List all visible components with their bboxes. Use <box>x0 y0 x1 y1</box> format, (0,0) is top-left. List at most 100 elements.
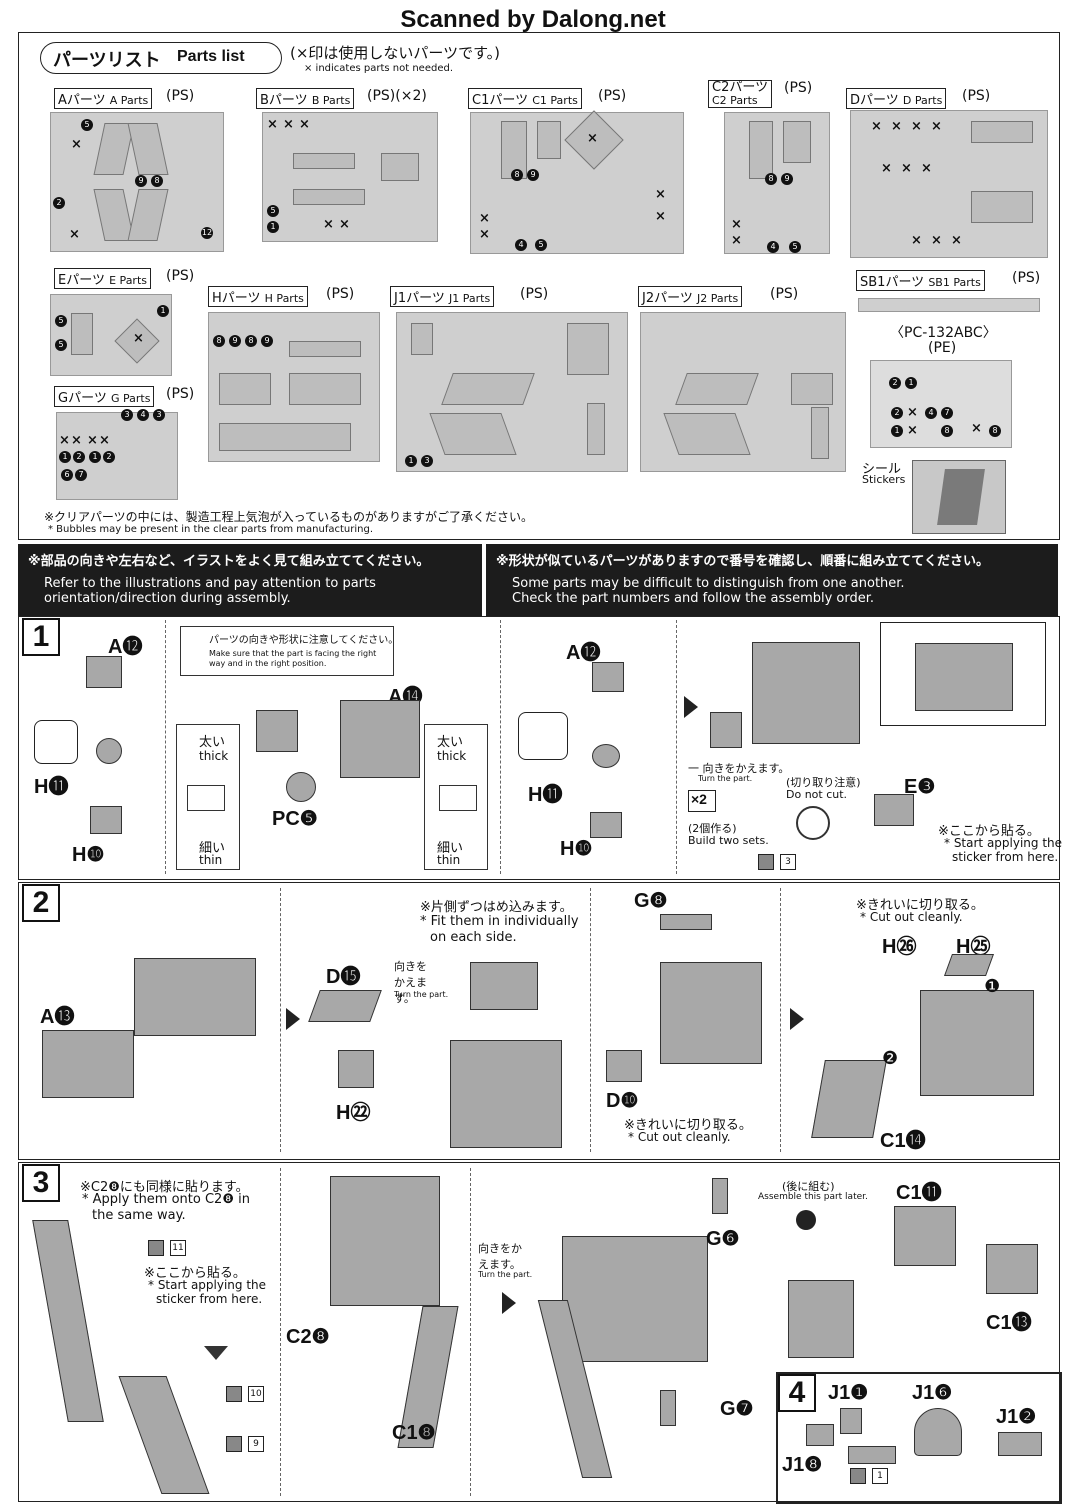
step3-body <box>330 1176 440 1306</box>
step2-circ2: ❷ <box>882 1048 899 1069</box>
step4-part-j1-1 <box>840 1408 862 1434</box>
step3-part-c1-11 <box>894 1206 956 1266</box>
step1-notice-box: パーツの向きや形状に注意してください。 Make sure that the p… <box>180 626 398 676</box>
step2-label-h22: H㉒ <box>336 1102 371 1124</box>
notice-jp: パーツの向きや形状に注意してください。 <box>209 635 399 646</box>
runner-label-b: Bパーツ B Parts <box>256 88 355 109</box>
step3-later-en: Assemble this part later. <box>758 1192 868 1202</box>
runner-label-j2: J2パーツ J2 Parts <box>638 286 743 307</box>
step3-arrow <box>502 1292 516 1314</box>
step1-label-h10: H❿ <box>72 844 105 866</box>
step2-final <box>920 990 1034 1096</box>
step3-part-g7 <box>660 1390 676 1426</box>
sticker-sheet <box>912 460 1006 534</box>
step3-start-en1: * Start applying the <box>148 1278 267 1292</box>
banner-left-en: Refer to the illustrations and pay atten… <box>44 576 376 606</box>
step2-label-h25: H㉕ <box>956 936 991 958</box>
runner-suffix-h: (PS) <box>326 286 355 302</box>
step3-sticker-9: 9 <box>248 1436 264 1452</box>
runner-label-h: Hパーツ H Parts <box>208 286 308 307</box>
step3-label-c1-11: C1⓫ <box>896 1182 942 1204</box>
pc-code: 〈PC-132ABC〉 <box>890 325 997 341</box>
step1-label-a12b: A⓬ <box>566 642 601 664</box>
step3-part-c1-13 <box>986 1244 1038 1294</box>
step2-number: 2 <box>22 884 60 922</box>
step1-part-head <box>256 710 298 752</box>
step4-label-j1-1: J1❶ <box>828 1382 869 1404</box>
step4-sticker-icon <box>850 1468 866 1484</box>
parts-list-title: パーツリスト Parts list <box>40 42 282 74</box>
step2-turn-jp: 向きをかえます。 <box>394 960 427 1005</box>
runner-suffix-c2: (PS) <box>784 80 813 96</box>
sticker-label-jp: シール <box>862 462 902 477</box>
step2-part-d15 <box>308 990 382 1022</box>
step2-part-d10 <box>606 1050 642 1082</box>
step3-apply-en1: * Apply them onto C2❽ in <box>82 1192 250 1207</box>
parts-list-note-en: × indicates parts not needed. <box>304 63 454 74</box>
runner-d: ×××× ××× ××× <box>850 110 1048 258</box>
runner-suffix-b: (PS)(×2) <box>367 88 427 104</box>
runner-suffix-g: (PS) <box>166 386 195 402</box>
step2-part-h22 <box>338 1050 374 1088</box>
notice-en: Make sure that the part is facing the ri… <box>209 649 377 668</box>
step2-fit-en2: on each side. <box>430 930 517 945</box>
step3-sticker-icon-9 <box>226 1436 242 1452</box>
step3-down-arrow <box>204 1346 228 1360</box>
step3-apply-en2: the same way. <box>92 1208 186 1223</box>
step1-part-h11 <box>96 738 122 764</box>
step1-frame <box>18 616 1060 880</box>
step3-sticker-icon-10 <box>226 1386 242 1402</box>
step1-label-pc5: PC❺ <box>272 808 318 830</box>
step2-cut-jp: ※きれいに切り取る。 <box>624 1118 752 1133</box>
runner-label-j1: J1パーツ J1 Parts <box>390 286 495 307</box>
runner-suffix-c1: (PS) <box>598 88 627 104</box>
banner-right: ※形状が似ているパーツがありますので番号を確認し、順番に組み立ててください。 S… <box>486 544 1058 616</box>
step1-cut-en: Do not cut. <box>786 788 848 801</box>
step1-part-h11b <box>592 744 620 768</box>
step1-x2-en: Build two sets. <box>688 834 769 847</box>
step1-label-h11: H⓫ <box>34 776 69 798</box>
step2-label-a13: A⓭ <box>40 1006 75 1028</box>
step3-apply-jp: ※C2❽にも同様に貼ります。 <box>80 1180 249 1195</box>
step1-part-h10b <box>590 812 622 838</box>
step2-cut2-en: * Cut out cleanly. <box>860 910 963 924</box>
step3-label-c1-13: C1⓭ <box>986 1312 1032 1334</box>
step4-part-wing <box>848 1446 896 1464</box>
step3-turn-en: Turn the part. <box>478 1270 533 1279</box>
step2-part-g8 <box>660 914 712 930</box>
runner-label-e: Eパーツ E Parts <box>54 268 152 289</box>
step2-arrow2 <box>790 1008 804 1030</box>
step3-start-en2: sticker from here. <box>156 1292 263 1306</box>
step1-turn-jp: 一 向きをかえます。 <box>688 762 790 775</box>
step3-label-g6: G❻ <box>706 1228 740 1250</box>
step3-main-assembly <box>562 1236 708 1362</box>
step1-turn-en: Turn the part. <box>698 774 753 783</box>
step3-number: 3 <box>22 1164 60 1202</box>
step3-later-jp: (後に組む) <box>782 1180 835 1193</box>
banner-left: ※部品の向きや左右など、イラストをよく見て組み立ててください。 Refer to… <box>18 544 482 616</box>
step1-part-e3 <box>874 794 914 826</box>
step1-label-h10b: H❿ <box>560 838 593 860</box>
step3-part-g6 <box>712 1178 728 1214</box>
step4-sticker-no: 1 <box>872 1468 888 1484</box>
step1-callout-h11b <box>518 712 568 760</box>
step2-assembly <box>134 958 256 1036</box>
step2-part-a13 <box>42 1030 134 1098</box>
step1-cut-jp: (切り取り注意) <box>786 776 861 789</box>
step1-arrow <box>684 696 698 718</box>
runner-label-g: Gパーツ G Parts <box>54 386 155 407</box>
step1-sticker-icon <box>758 854 774 870</box>
step1-callout-h11 <box>34 720 78 764</box>
step1-x2-jp: (2個作る) <box>688 822 737 835</box>
banner-right-jp: ※形状が似ているパーツがありますので番号を確認し、順番に組み立ててください。 <box>496 554 989 569</box>
runner-suffix-d: (PS) <box>962 88 991 104</box>
step2-turn-en: Turn the part. <box>394 990 449 999</box>
step1-x2-box: ×2 <box>688 790 716 812</box>
parts-list-frame <box>18 32 1060 540</box>
step2-label-d10: D❿ <box>606 1090 639 1112</box>
step1-part-a12b <box>592 662 624 692</box>
